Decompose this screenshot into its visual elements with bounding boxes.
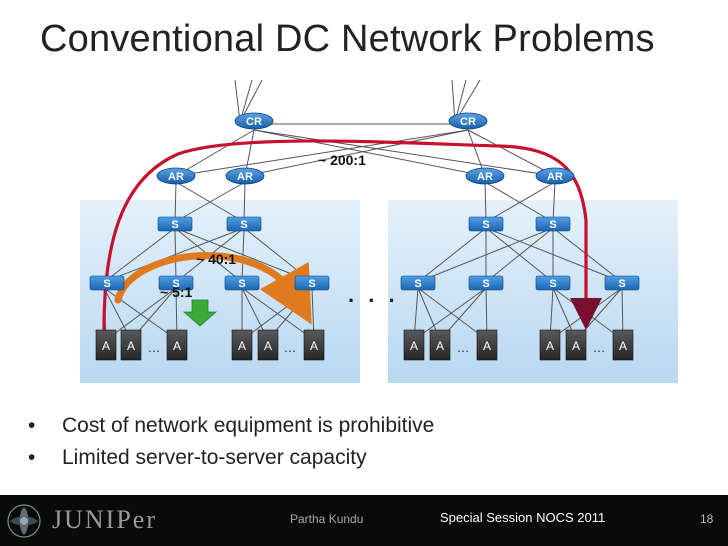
rack-gap-ellipsis: . . . (348, 282, 399, 307)
footer-session: Special Session NOCS 2011 (440, 510, 606, 525)
server-label: A (546, 339, 554, 353)
switch-label: S (171, 219, 178, 231)
bullet-item: • Cost of network equipment is prohibitiv… (26, 410, 434, 442)
bullet-icon: • (28, 414, 36, 437)
server-label: A (436, 339, 444, 353)
server-label: A (127, 339, 135, 353)
tor-switch-7: S (535, 275, 571, 291)
access-router-label: AR (477, 171, 493, 183)
core-path-arrow (102, 139, 602, 331)
page-number: 18 (700, 512, 714, 526)
bullet-item: • Limited server-to-server capacity (26, 442, 434, 474)
rack-ratio-label: ~ 5:1 (160, 284, 193, 300)
tor-switch-3: S (224, 275, 260, 291)
switch-label: S (103, 278, 110, 290)
switch-label: S (482, 219, 489, 231)
rack-path-arrow (182, 299, 218, 327)
server-group-4: A A … A (539, 329, 634, 361)
bullet-text: Limited server-to-server capacity (62, 446, 367, 469)
access-router-label: AR (237, 171, 253, 183)
aggregation-path-arrow (114, 252, 312, 325)
switch-label: S (618, 278, 625, 290)
server-label: A (238, 339, 246, 353)
access-router-label: AR (547, 171, 563, 183)
switch-label: S (414, 278, 421, 290)
core-router-right: CR (448, 112, 488, 130)
server-group-2: A A … A (231, 329, 325, 361)
tor-switch-2: S (158, 275, 194, 291)
core-ratio-label: ~ 200:1 (318, 152, 366, 168)
bullet-icon: • (28, 446, 36, 469)
server-label: A (619, 339, 627, 353)
tor-switch-4: S (294, 275, 330, 291)
server-label: A (264, 339, 272, 353)
agg-switch-3: S (468, 216, 504, 232)
agg-switch-1: S (157, 216, 193, 232)
tor-switch-5: S (400, 275, 436, 291)
agg-switch-2: S (226, 216, 262, 232)
logo-text: JUNIPer (52, 505, 157, 534)
server-group-1: A A … A (95, 329, 188, 361)
switch-label: S (240, 219, 247, 231)
access-router-label: AR (168, 171, 184, 183)
access-router-4: AR (535, 167, 575, 185)
tor-switch-1: S (89, 275, 125, 291)
bullet-list: • Cost of network equipment is prohibitiv… (26, 410, 434, 474)
agg-switch-4: S (535, 216, 571, 232)
switch-label: S (308, 278, 315, 290)
ar-s-links (174, 181, 556, 223)
switch-label: S (549, 219, 556, 231)
core-router-label: CR (246, 116, 262, 128)
tor-switch-8: S (604, 275, 640, 291)
aggregation-ratio-label: ~ 40:1 (196, 251, 236, 267)
server-label: A (102, 339, 110, 353)
server-label: A (173, 339, 181, 353)
bullet-text: Cost of network equipment is prohibitive (62, 414, 435, 437)
server-label: A (410, 339, 418, 353)
switch-label: S (549, 278, 556, 290)
tor-switch-6: S (468, 275, 504, 291)
slide-footer: JUNIPer Partha Kundu Special Session NOC… (0, 495, 728, 546)
core-router-left: CR (234, 112, 274, 130)
cr-ar-links (175, 123, 556, 177)
server-label: A (572, 339, 580, 353)
juniper-logo-icon (7, 504, 41, 538)
server-label: A (310, 339, 318, 353)
core-router-label: CR (460, 116, 476, 128)
network-diagram: CR CR AR AR AR AR S S S S S (80, 79, 678, 383)
switch-label: S (238, 278, 245, 290)
slide-title: Conventional DC Network Problems (40, 18, 655, 60)
server-group-3: A A … A (403, 329, 498, 361)
server-label: A (483, 339, 491, 353)
access-router-2: AR (225, 167, 265, 185)
access-router-3: AR (465, 167, 505, 185)
server-ellipsis: … (593, 340, 606, 355)
server-ellipsis: … (148, 340, 161, 355)
access-router-1: AR (156, 167, 196, 185)
switch-label: S (172, 278, 179, 290)
switch-label: S (482, 278, 489, 290)
server-ellipsis: … (284, 340, 297, 355)
server-ellipsis: … (457, 340, 470, 355)
uplink-lines (234, 79, 481, 123)
footer-author: Partha Kundu (290, 512, 364, 526)
